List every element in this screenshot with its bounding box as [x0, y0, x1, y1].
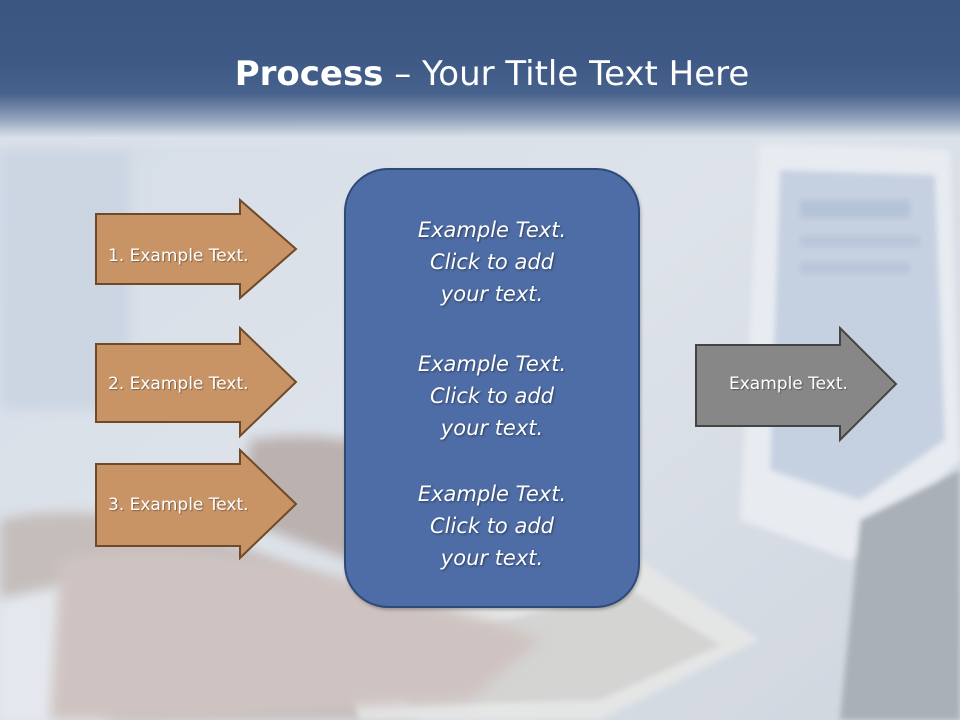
center-text-line: your text. [440, 282, 544, 306]
step-label-1: 1. Example Text. [108, 246, 249, 266]
step-arrow-1[interactable] [94, 198, 300, 302]
center-text-block-2: Example Text. Click to add your text. [346, 348, 638, 444]
center-text-line: Example Text. [417, 218, 567, 242]
step-label-2: 2. Example Text. [108, 374, 249, 394]
result-label: Example Text. [729, 374, 848, 394]
result-arrow[interactable] [694, 326, 900, 444]
center-text-line: Example Text. [417, 352, 567, 376]
center-text-line: Click to add [429, 384, 554, 408]
center-text-line: Click to add [429, 514, 554, 538]
center-text-line: Example Text. [417, 482, 567, 506]
step-arrow-3[interactable] [94, 448, 300, 562]
title-rest: – Your Title Text Here [383, 54, 750, 94]
center-text-block-3: Example Text. Click to add your text. [346, 478, 638, 574]
center-text-line: your text. [440, 416, 544, 440]
page-title: Process – Your Title Text Here [0, 52, 960, 96]
center-content-box[interactable]: Example Text. Click to add your text. Ex… [344, 168, 640, 608]
center-text-line: Click to add [429, 250, 554, 274]
title-bar [0, 0, 960, 150]
step-arrow-2[interactable] [94, 326, 300, 440]
center-text-block-1: Example Text. Click to add your text. [346, 214, 638, 310]
step-label-3: 3. Example Text. [108, 495, 249, 515]
title-bold: Process [234, 54, 384, 94]
center-text-line: your text. [440, 546, 544, 570]
